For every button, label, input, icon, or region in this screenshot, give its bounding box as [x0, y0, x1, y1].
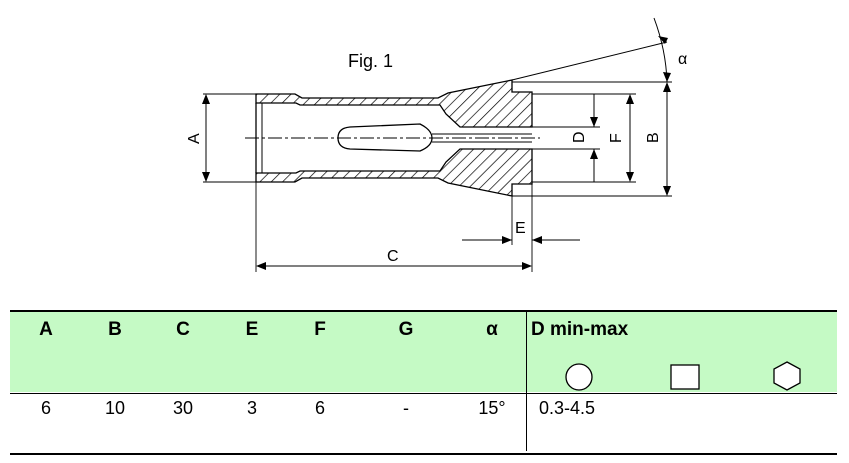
hexagon-icon	[773, 361, 801, 391]
circle-icon	[565, 363, 593, 391]
collet-lower-wall	[255, 148, 533, 197]
header-b: B	[108, 319, 122, 340]
value-b: 10	[104, 398, 126, 418]
header-f: F	[314, 319, 326, 340]
value-g: -	[403, 398, 409, 418]
dim-label-f: F	[608, 133, 625, 143]
dim-label-c: C	[387, 248, 399, 265]
header-alpha: α	[486, 319, 498, 340]
table-row-divider	[10, 393, 837, 394]
header-c: C	[176, 319, 190, 340]
square-icon	[670, 364, 700, 390]
header-e: E	[245, 319, 259, 340]
value-f: 6	[314, 398, 325, 418]
dim-label-b: B	[645, 132, 662, 143]
collet-drawing: Fig. 1 A D F B α E	[186, 17, 687, 272]
header-d-min-max: D min-max	[531, 319, 629, 340]
table-column-divider	[526, 312, 527, 451]
value-alpha: 15°	[478, 398, 506, 418]
collet-slot	[337, 123, 433, 152]
value-a: 6	[40, 398, 51, 418]
collet-upper-wall	[255, 79, 533, 128]
header-a: A	[39, 319, 53, 340]
value-e: 3	[246, 398, 257, 418]
dim-label-e: E	[515, 220, 526, 237]
dim-label-a: A	[186, 133, 203, 144]
spec-table: A B C E F G α D min-max 6 10 30 3 6 - 15…	[10, 310, 837, 455]
value-d-min-max: 0.3-4.5	[539, 398, 596, 418]
header-g: G	[398, 319, 414, 340]
value-c: 30	[172, 398, 194, 418]
dim-label-d: D	[571, 131, 588, 143]
figure-title: Fig. 1	[348, 51, 393, 71]
angle-label-alpha: α	[678, 51, 687, 68]
